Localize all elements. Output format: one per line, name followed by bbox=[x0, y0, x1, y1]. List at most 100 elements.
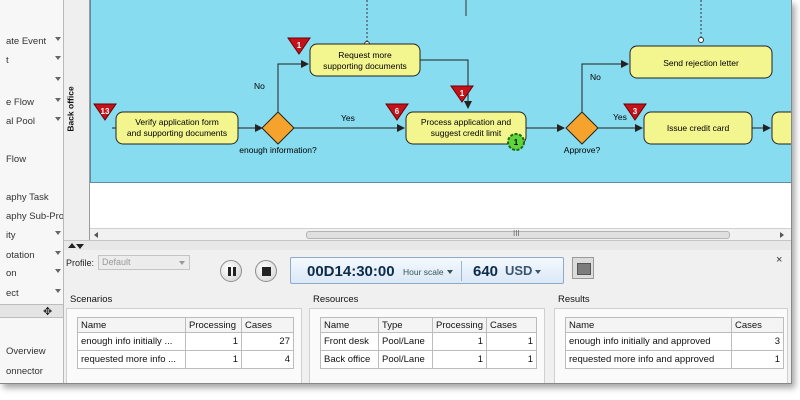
palette-item-intermediate-event[interactable]: ate Event bbox=[0, 34, 63, 50]
palette-item-sequence-flow[interactable]: e Flow bbox=[0, 95, 63, 111]
collapse-down-icon[interactable] bbox=[76, 244, 84, 249]
diagram-canvas[interactable]: Back office bbox=[64, 0, 792, 240]
pause-button[interactable] bbox=[220, 260, 242, 282]
palette-item-blank2[interactable] bbox=[0, 248, 63, 264]
column-header[interactable]: Processing bbox=[432, 317, 487, 333]
palette-item-choreography-task[interactable]: aphy Task bbox=[0, 190, 63, 206]
sequence-flow-no[interactable] bbox=[581, 60, 629, 112]
chevron-down-icon[interactable] bbox=[55, 98, 61, 102]
hour-scale-dropdown[interactable]: Hour scale bbox=[403, 267, 453, 277]
lane-back-office[interactable] bbox=[90, 0, 791, 183]
stop-button[interactable] bbox=[255, 260, 277, 282]
close-icon[interactable]: × bbox=[776, 254, 783, 266]
palette-item-object[interactable]: ect bbox=[0, 286, 63, 302]
palette-item-connector[interactable]: onnector bbox=[0, 364, 63, 380]
column-header[interactable]: Name bbox=[565, 317, 732, 333]
palette-item-annotation[interactable]: otation bbox=[0, 248, 63, 264]
column-header[interactable]: Cases bbox=[241, 317, 294, 333]
gateway-approve[interactable] bbox=[565, 111, 599, 145]
sequence-flow-no[interactable] bbox=[277, 60, 309, 112]
currency-dropdown[interactable]: USD bbox=[505, 263, 542, 278]
chevron-down-icon[interactable] bbox=[55, 231, 61, 235]
panel-splitter[interactable] bbox=[64, 240, 791, 250]
palette-splitter[interactable]: ✥ bbox=[0, 304, 63, 318]
task-next-partial[interactable] bbox=[771, 111, 792, 145]
resources-section: Resources Name Type Processing Cases Fro… bbox=[309, 290, 545, 383]
table-cell: enough info initially ... bbox=[77, 332, 186, 351]
gateway-label: Approve? bbox=[564, 145, 601, 155]
flow-label-yes: Yes bbox=[341, 113, 355, 123]
task-issue-credit-card[interactable] bbox=[643, 111, 753, 145]
palette-item-label: on bbox=[6, 268, 17, 279]
table-header-row: Name Processing Cases bbox=[77, 317, 294, 333]
table-row[interactable]: requested more info ... 1 4 bbox=[77, 350, 294, 369]
snapshot-button[interactable] bbox=[572, 257, 594, 279]
scenarios-box: Name Processing Cases enough info initia… bbox=[66, 308, 302, 383]
task-process-application[interactable] bbox=[405, 111, 527, 145]
move-icon[interactable]: ✥ bbox=[43, 306, 53, 318]
results-section: Results Name Cases enough info initially… bbox=[554, 290, 788, 383]
table-row[interactable]: Back office Pool/Lane 1 1 bbox=[320, 350, 537, 369]
table-cell: 1 bbox=[185, 350, 242, 369]
chevron-down-icon[interactable] bbox=[55, 56, 61, 60]
table-row[interactable]: requested more info and approved 1 bbox=[565, 350, 784, 369]
palette-item-label: Flow bbox=[6, 154, 27, 165]
column-header[interactable]: Cases bbox=[486, 317, 537, 333]
profile-select[interactable]: Default bbox=[98, 255, 190, 270]
chevron-down-icon[interactable] bbox=[55, 117, 61, 121]
chevron-down-icon[interactable] bbox=[55, 251, 61, 255]
table-row[interactable]: Front desk Pool/Lane 1 1 bbox=[320, 332, 537, 351]
expand-up-icon[interactable] bbox=[68, 243, 76, 248]
table-cell: Pool/Lane bbox=[378, 332, 433, 351]
palette-item-label: aphy Task bbox=[6, 192, 49, 203]
column-header[interactable]: Name bbox=[77, 317, 186, 333]
palette-item-label: aphy Sub-Pro bbox=[6, 211, 64, 222]
table-cell: 1 bbox=[432, 350, 487, 369]
chevron-down-icon[interactable] bbox=[55, 77, 61, 81]
task-send-rejection-letter[interactable] bbox=[629, 45, 773, 79]
column-header[interactable]: Cases bbox=[731, 317, 784, 333]
table-cell: Back office bbox=[320, 350, 379, 369]
task-request-more-documents[interactable] bbox=[309, 43, 421, 77]
palette-item-activity[interactable]: ity bbox=[0, 228, 63, 244]
gateway-enough-information[interactable] bbox=[261, 111, 295, 145]
palette-item-label: ity bbox=[6, 230, 16, 241]
table-cell: Pool/Lane bbox=[378, 350, 433, 369]
horizontal-scrollbar[interactable]: III bbox=[90, 228, 791, 240]
column-header[interactable]: Processing bbox=[185, 317, 242, 333]
column-header[interactable]: Type bbox=[378, 317, 433, 333]
palette-item-label: al Pool bbox=[6, 116, 36, 127]
scrollbar-thumb[interactable]: III bbox=[306, 229, 730, 239]
table-cell: 4 bbox=[241, 350, 294, 369]
token-count: 1 bbox=[514, 138, 519, 147]
task-verify-application[interactable] bbox=[115, 111, 239, 145]
palette-item-choreography-subprocess[interactable]: aphy Sub-Pro bbox=[0, 209, 64, 225]
queue-badge-icon bbox=[93, 103, 117, 121]
queue-badge-count: 1 bbox=[297, 41, 302, 50]
chevron-down-icon[interactable] bbox=[55, 37, 61, 41]
queue-badge-count: 1 bbox=[460, 89, 465, 98]
table-row[interactable]: enough info initially ... 1 27 bbox=[77, 332, 294, 351]
chevron-down-icon[interactable] bbox=[55, 289, 61, 293]
token-icon[interactable] bbox=[507, 133, 525, 151]
results-box: Name Cases enough info initially and app… bbox=[554, 308, 788, 383]
queue-badge-icon bbox=[385, 103, 409, 121]
palette-item-message-flow[interactable]: Flow bbox=[0, 152, 63, 168]
section-title: Resources bbox=[313, 294, 359, 305]
palette-item-blank[interactable] bbox=[0, 74, 63, 90]
column-header[interactable]: Name bbox=[320, 317, 379, 333]
palette-item-label: onnector bbox=[6, 366, 43, 377]
chevron-down-icon bbox=[446, 270, 453, 274]
queue-badge-count: 6 bbox=[395, 107, 400, 116]
scroll-left-arrow-icon[interactable] bbox=[94, 232, 98, 238]
table-cell: requested more info ... bbox=[77, 350, 186, 369]
table-row[interactable]: enough info initially and approved 3 bbox=[565, 332, 784, 351]
palette-item-event[interactable]: t bbox=[0, 53, 63, 69]
scroll-right-arrow-icon[interactable] bbox=[780, 232, 784, 238]
chevron-down-icon[interactable] bbox=[55, 269, 61, 273]
palette-item-overview[interactable]: Overview bbox=[0, 344, 63, 360]
palette-item-horizontal-pool[interactable]: al Pool bbox=[0, 114, 63, 130]
palette-item-association[interactable]: on bbox=[0, 266, 63, 282]
palette-item-label: otation bbox=[6, 250, 35, 261]
